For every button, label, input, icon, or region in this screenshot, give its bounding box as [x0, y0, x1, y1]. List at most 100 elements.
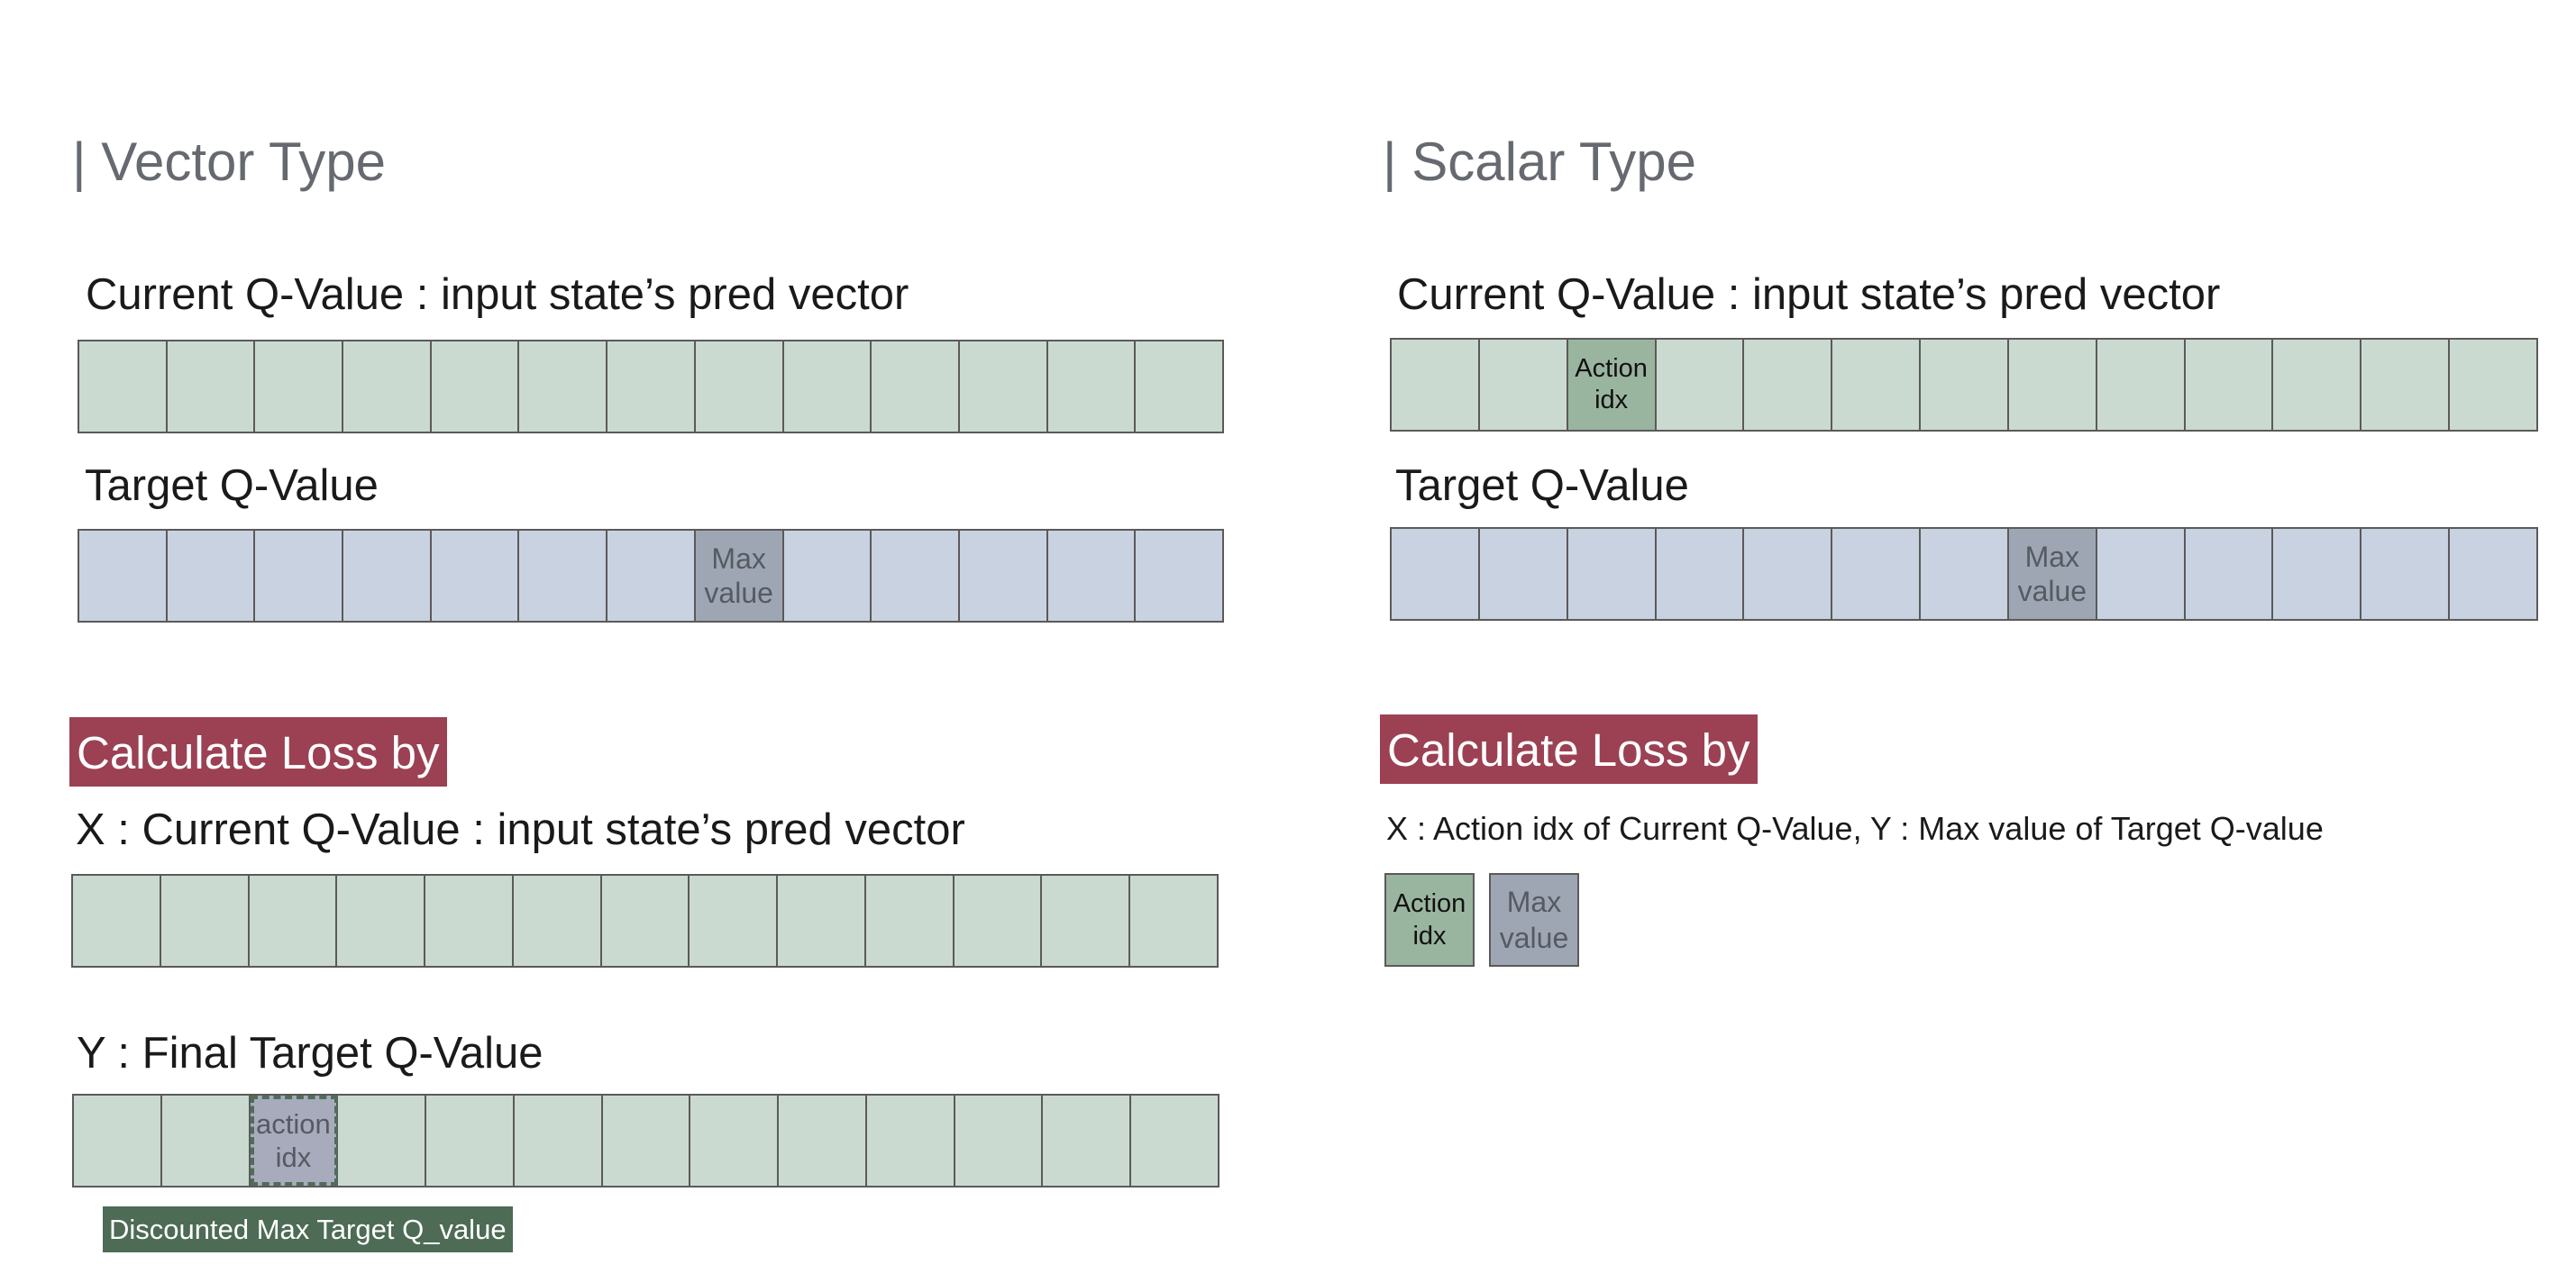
q-cell: [959, 531, 1048, 621]
scalar-xy-label: X : Action idx of Current Q-Value, Y : M…: [1386, 810, 2324, 847]
q-cell: [514, 1096, 603, 1186]
q-cell: [431, 531, 520, 621]
q-cell: [337, 876, 426, 966]
vector-current-q-row: [78, 340, 1224, 433]
q-cell: [2450, 340, 2536, 430]
q-cell: [160, 876, 250, 966]
q-cell: [167, 341, 256, 432]
q-cell: [1744, 529, 1833, 619]
vector-target-q-row: Max value: [78, 529, 1224, 623]
q-cell: [426, 1096, 515, 1186]
q-cell: [872, 341, 960, 432]
scalar-target-q-label: Target Q-Value: [1395, 461, 1689, 510]
scalar-action-idx-box: Action idx: [1384, 873, 1475, 967]
scalar-current-q-row: Action idx: [1390, 338, 2538, 432]
q-cell: [1832, 529, 1922, 619]
action-idx-label-line2: idx: [275, 1142, 312, 1173]
max-value-cell: Max value: [695, 531, 784, 621]
q-cell: [2185, 529, 2274, 619]
q-cell: [513, 876, 602, 966]
q-cell: [1043, 1096, 1132, 1186]
q-cell: [955, 1096, 1044, 1186]
discounted-max-target-note: Discounted Max Target Q_value: [103, 1206, 513, 1252]
q-cell: [2008, 340, 2097, 430]
q-cell: [866, 1096, 955, 1186]
q-cell: [1921, 529, 2009, 619]
q-cell: [602, 1096, 691, 1186]
scalar-current-q-label: Current Q-Value : input state’s pred vec…: [1397, 270, 2221, 319]
vector-calculate-loss-badge: Calculate Loss by: [69, 717, 447, 787]
q-cell: [959, 341, 1048, 432]
q-cell: [1479, 340, 1568, 430]
q-cell: [1832, 340, 1922, 430]
q-cell: [1656, 529, 1745, 619]
q-cell: [865, 876, 955, 966]
q-cell: [779, 1096, 867, 1186]
q-cell: [1744, 340, 1833, 430]
q-cell: [954, 876, 1043, 966]
q-cell: [1392, 340, 1480, 430]
q-cell: [1567, 529, 1657, 619]
q-cell: [338, 1096, 427, 1186]
q-cell: [73, 876, 161, 966]
vector-type-heading: | Vector Type: [72, 132, 387, 192]
q-cell: [783, 341, 872, 432]
action-idx-cell: Action idx: [1567, 340, 1657, 430]
q-cell: [2450, 529, 2536, 619]
action-idx-label-line1: Action: [1393, 888, 1466, 918]
q-cell: [607, 531, 696, 621]
q-cell: [79, 341, 168, 432]
q-cell: [690, 1096, 780, 1186]
q-cell: [519, 341, 608, 432]
vector-current-q-label: Current Q-Value : input state’s pred vec…: [86, 270, 909, 319]
vector-y-row: action idx: [72, 1094, 1219, 1187]
q-cell: [79, 531, 168, 621]
q-cell: [1042, 876, 1131, 966]
q-cell: [1047, 531, 1137, 621]
action-idx-label-line1: Action: [1575, 354, 1648, 384]
max-value-cell: Max value: [2008, 529, 2097, 619]
vector-x-label: X : Current Q-Value : input state’s pred…: [76, 805, 965, 854]
scalar-target-q-row: Max value: [1390, 527, 2538, 621]
q-cell: [601, 876, 690, 966]
q-cell: [872, 531, 960, 621]
action-idx-label-line1: action: [256, 1107, 331, 1140]
q-cell: [783, 531, 872, 621]
q-cell: [167, 531, 256, 621]
max-value-label-line2: value: [704, 577, 773, 609]
max-value-label-line1: Max: [711, 541, 766, 575]
q-cell: [425, 876, 514, 966]
action-idx-cell: action idx: [250, 1096, 339, 1186]
q-cell: [2361, 340, 2451, 430]
q-cell: [431, 341, 520, 432]
q-cell: [249, 876, 338, 966]
action-idx-label-line2: idx: [1412, 922, 1447, 951]
q-cell: [695, 341, 784, 432]
q-cell: [1392, 529, 1480, 619]
q-cell: [343, 341, 432, 432]
q-cell: [1130, 876, 1217, 966]
max-value-label-line2: value: [2017, 575, 2087, 607]
q-cell: [1136, 531, 1222, 621]
q-cell: [343, 531, 432, 621]
q-cell: [1047, 341, 1137, 432]
q-cell: [519, 531, 608, 621]
q-cell: [255, 531, 344, 621]
q-cell: [607, 341, 696, 432]
max-value-label-line1: Max: [1506, 886, 1562, 918]
scalar-type-heading: | Scalar Type: [1383, 132, 1696, 192]
max-value-label-line1: Max: [2024, 540, 2080, 573]
q-cell: [1479, 529, 1568, 619]
q-cell: [2273, 529, 2362, 619]
q-cell: [2096, 340, 2186, 430]
q-cell: [2273, 340, 2362, 430]
action-idx-label-line2: idx: [1594, 386, 1629, 414]
q-cell: [161, 1096, 251, 1186]
q-cell: [1656, 340, 1745, 430]
vector-x-row: [71, 874, 1219, 968]
q-cell: [778, 876, 866, 966]
q-cell: [690, 876, 779, 966]
scalar-max-value-box: Max value: [1489, 873, 1579, 967]
q-cell: [2185, 340, 2274, 430]
max-value-label-line2: value: [1499, 922, 1569, 954]
